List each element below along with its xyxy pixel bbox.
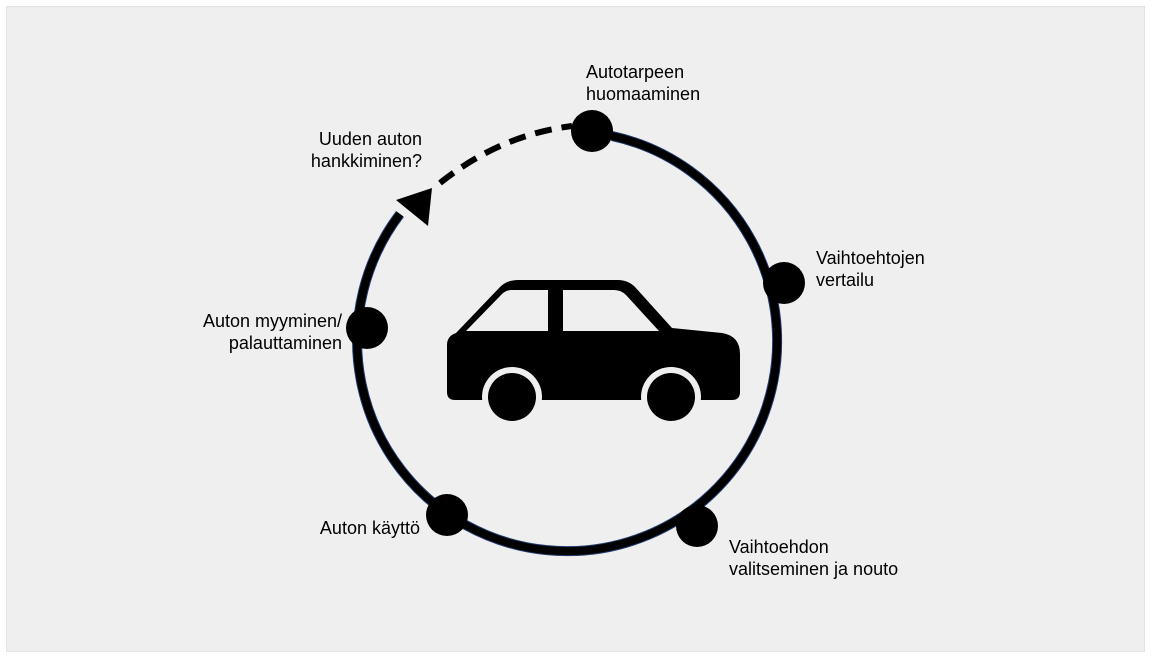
stage-label-line: Autotarpeen bbox=[586, 62, 685, 82]
stage-label-line: valitseminen ja nouto bbox=[729, 559, 899, 579]
label-vaihtoehdon-valitseminen: Vaihtoehdon valitseminen ja nouto bbox=[729, 536, 898, 580]
question-label-line: Uuden auton bbox=[318, 129, 422, 149]
label-autotarpeen-huomaaminen: Autotarpeen huomaaminen bbox=[586, 61, 700, 105]
label-auton-myyminen: Auton myyminen/ palauttaminen bbox=[190, 310, 342, 354]
stage-label-line: huomaaminen bbox=[586, 84, 701, 104]
question-label-line: hankkiminen? bbox=[310, 151, 422, 171]
cycle-arrowhead bbox=[396, 188, 432, 226]
node-auton-myyminen bbox=[346, 307, 388, 349]
stage-label-line: Auton myyminen/ bbox=[202, 311, 342, 331]
car-icon bbox=[447, 280, 740, 427]
node-autotarpeen-huomaaminen bbox=[571, 110, 613, 152]
node-vaihtoehtojen-vertailu bbox=[763, 262, 805, 304]
stage-label-line: Auton käyttö bbox=[319, 518, 420, 538]
stage-label-line: Vaihtoehdon bbox=[729, 537, 829, 557]
stage-label-line: Vaihtoehtojen bbox=[816, 248, 925, 268]
cycle-ring bbox=[353, 132, 782, 556]
label-vaihtoehtojen-vertailu: Vaihtoehtojen vertailu bbox=[816, 247, 925, 291]
node-auton-kaytto bbox=[426, 494, 468, 536]
label-auton-kaytto: Auton käyttö bbox=[296, 517, 420, 539]
stage-label-line: vertailu bbox=[816, 270, 875, 290]
dashed-return-arc bbox=[438, 123, 573, 186]
stage-label-line: palauttaminen bbox=[228, 333, 342, 353]
label-uuden-auton-hankkiminen: Uuden auton hankkiminen? bbox=[280, 128, 422, 172]
node-vaihtoehdon-valitseminen bbox=[676, 505, 718, 547]
